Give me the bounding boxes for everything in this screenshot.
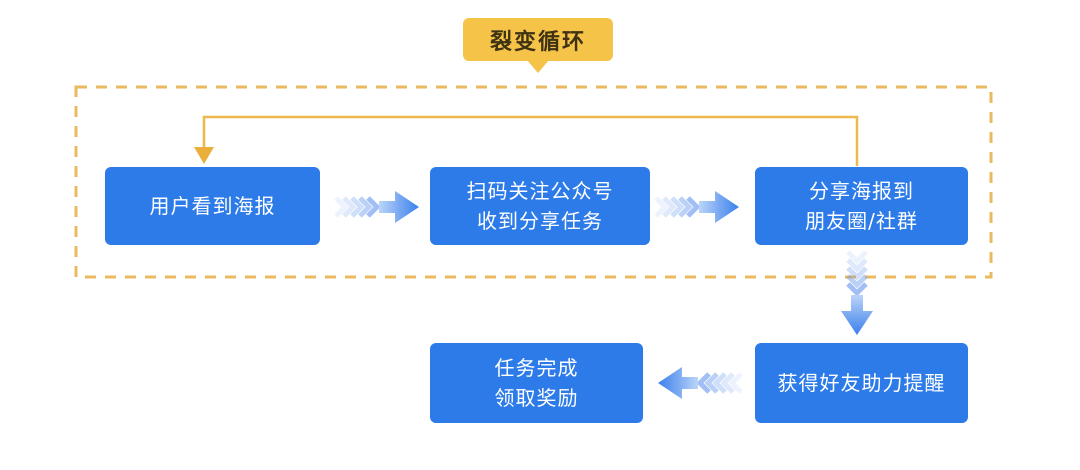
step-text: 领取奖励	[494, 386, 579, 410]
title-pointer-icon	[527, 60, 549, 73]
right-arrow-icon	[654, 191, 739, 223]
left-arrow-icon	[658, 367, 743, 399]
step-text: 朋友圈/社群	[805, 209, 918, 233]
step-box-user-sees-poster: 用户看到海报	[105, 167, 320, 245]
step-text: 收到分享任务	[477, 209, 603, 233]
diagram-title-label: 裂变循环	[489, 29, 586, 55]
loop-arrowhead-icon	[194, 147, 214, 164]
diagram-title: 裂变循环	[463, 18, 613, 73]
step-box-friend-assist-reminder: 获得好友助力提醒	[755, 343, 968, 423]
right-arrow-icon	[334, 191, 419, 223]
step-text: 分享海报到	[809, 179, 914, 203]
dashed-boundary-box	[74, 85, 993, 279]
step-text: 任务完成	[494, 356, 579, 380]
down-arrow-icon	[841, 250, 873, 335]
step-text: 获得好友助力提醒	[777, 371, 946, 395]
step-box-scan-follow-receive-task: 扫码关注公众号 收到分享任务	[430, 167, 650, 245]
step-text: 扫码关注公众号	[466, 179, 614, 203]
step-text: 用户看到海报	[149, 194, 276, 218]
step-box-share-poster-to-groups: 分享海报到 朋友圈/社群	[755, 167, 968, 245]
step-box-task-complete-claim-reward: 任务完成 领取奖励	[430, 343, 643, 423]
feedback-loop-line	[202, 115, 859, 166]
